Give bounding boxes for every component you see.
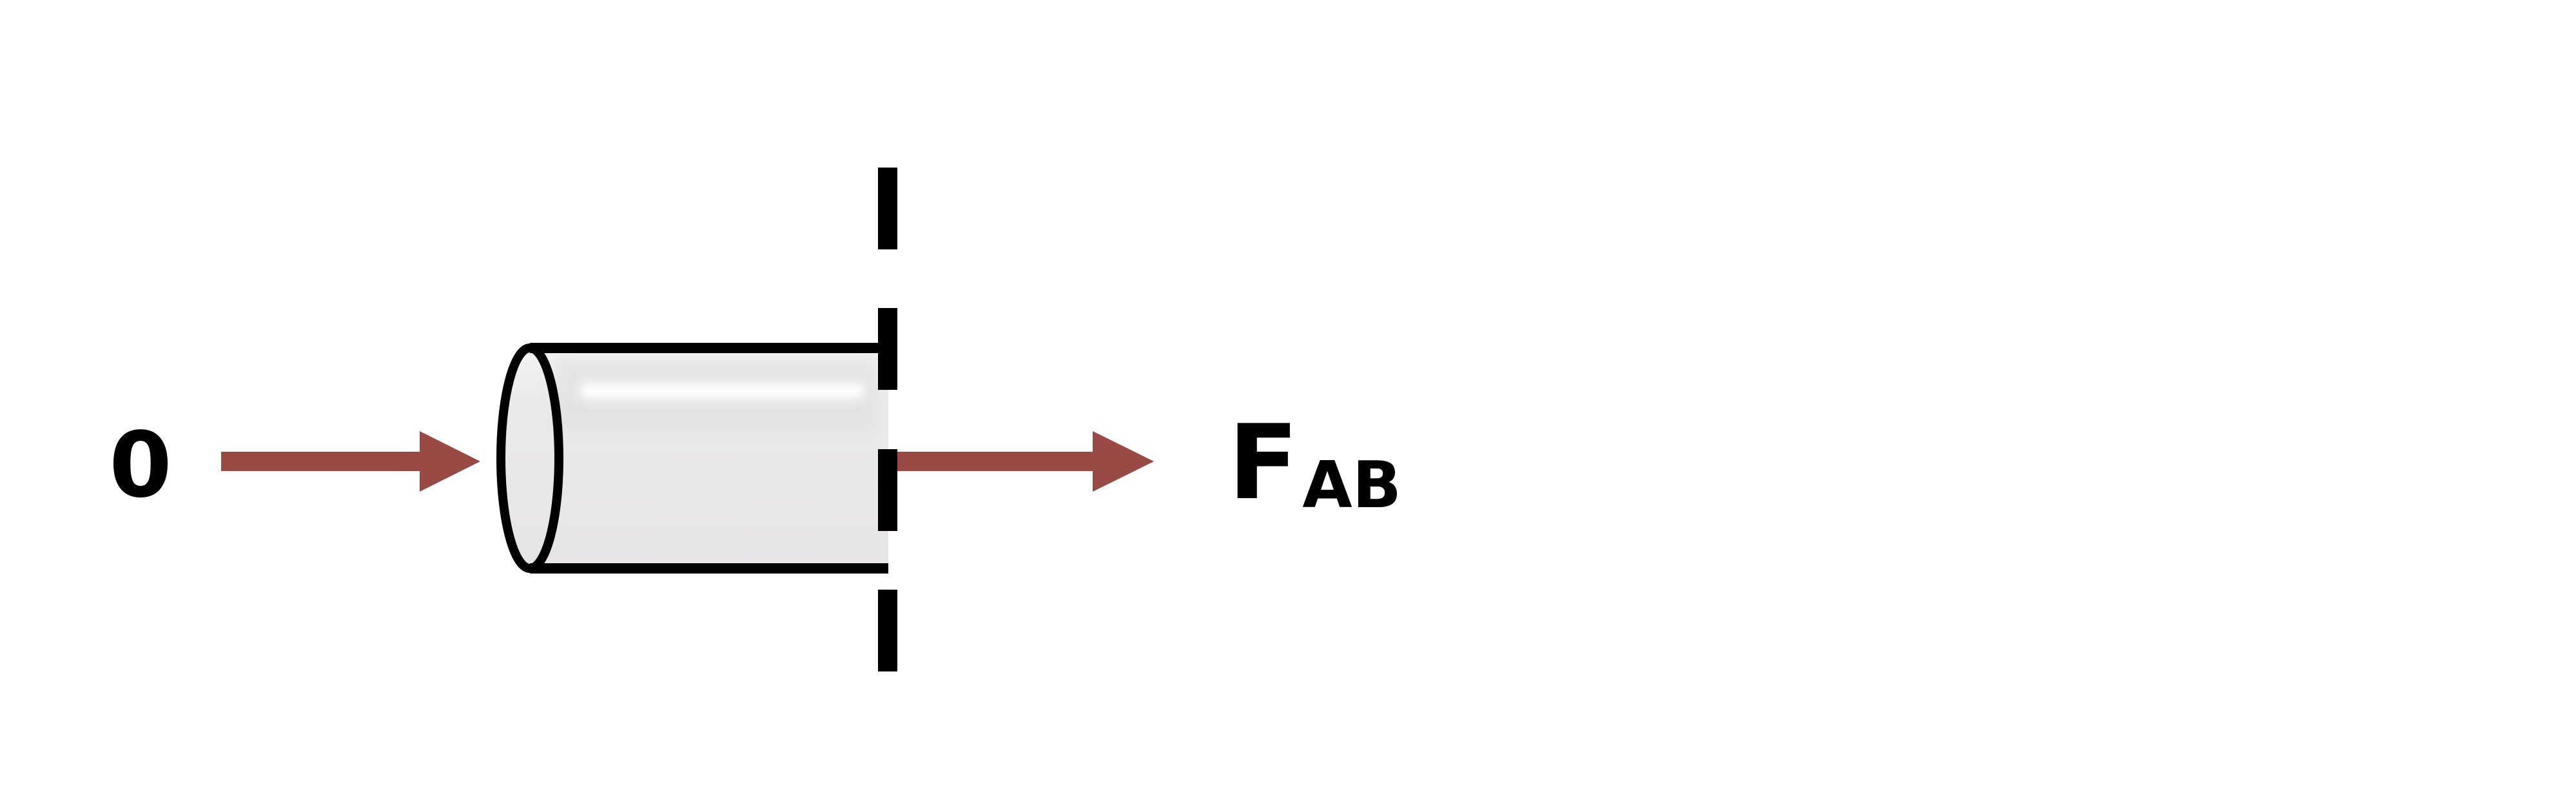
cut-line-dash <box>878 590 897 671</box>
cylinder-highlight <box>583 387 861 394</box>
cut-line-dash <box>878 168 897 249</box>
left-arrow-shaft <box>221 452 421 471</box>
right-force-label: FAB <box>1228 402 1401 523</box>
right-arrow-shaft <box>897 452 1094 471</box>
cylinder-section <box>496 343 888 574</box>
cylinder-end-cap <box>496 343 563 573</box>
section-cut-line <box>878 168 897 671</box>
right-arrow-head <box>1093 431 1154 492</box>
left-force-arrow <box>221 431 480 492</box>
right-force-main: F <box>1228 402 1298 523</box>
left-force-label: 0 <box>109 413 171 518</box>
left-arrow-head <box>420 431 480 492</box>
cut-line-dash <box>878 308 897 390</box>
right-force-arrow <box>897 431 1154 492</box>
cut-line-dash <box>878 449 897 531</box>
right-force-subscript: AB <box>1302 447 1401 523</box>
